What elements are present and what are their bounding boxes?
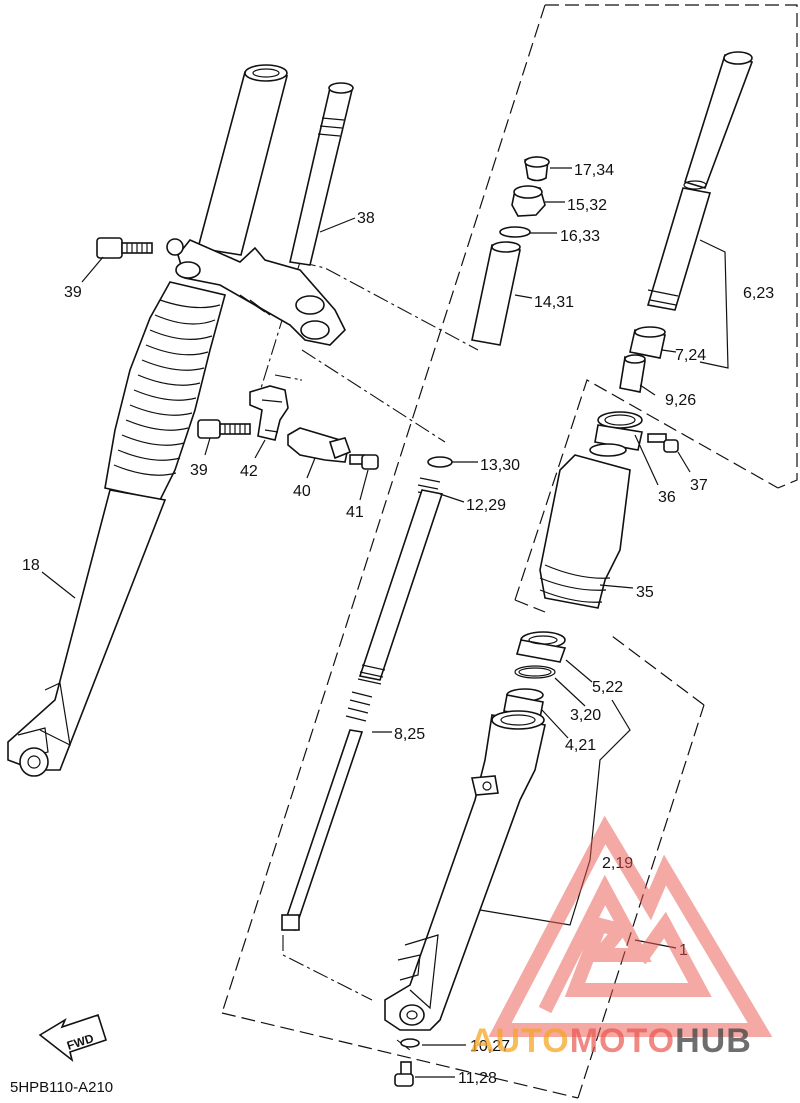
- assembled-fork-left: [7, 64, 354, 777]
- callout-12-29: 12,29: [466, 497, 506, 514]
- holder-42: [249, 385, 289, 441]
- callout-labels: 17,34 15,32 16,33 14,31 6,23 7,24 9,26 3…: [22, 162, 774, 1087]
- callout-13-30: 13,30: [480, 457, 520, 474]
- callout-17-34: 17,34: [574, 162, 614, 179]
- callout-7-24: 7,24: [675, 347, 706, 364]
- callout-11-28: 11,28: [458, 1070, 497, 1087]
- callout-15-32: 15,32: [567, 197, 607, 214]
- fwd-arrow: FWD: [38, 1013, 108, 1063]
- watermark-logo: [488, 815, 773, 1037]
- callout-3-20: 3,20: [570, 707, 601, 724]
- callout-14-31: 14,31: [534, 294, 574, 311]
- callout-4-21: 4,21: [565, 737, 596, 754]
- callout-5-22: 5,22: [592, 679, 623, 696]
- watermark-hub: HUB: [675, 1022, 752, 1060]
- watermark-auto: AUTO: [470, 1022, 570, 1060]
- callout-16-33: 16,33: [560, 228, 600, 245]
- callout-38: 38: [357, 210, 375, 227]
- clamp-40: [287, 427, 352, 463]
- watermark-text: AUTOMOTOHUB: [470, 1022, 752, 1060]
- callout-37: 37: [690, 477, 708, 494]
- callout-9-26: 9,26: [665, 392, 696, 409]
- bolt-39-lower: [197, 419, 251, 439]
- callout-40: 40: [293, 483, 311, 500]
- callout-35: 35: [636, 584, 654, 601]
- callout-41: 41: [346, 504, 364, 521]
- fork-boot-35: [539, 411, 679, 609]
- callout-39-upper: 39: [64, 284, 82, 301]
- callout-10-27: 10,27: [470, 1038, 510, 1055]
- bolt-41: [349, 454, 379, 470]
- watermark-moto: MOTO: [570, 1022, 675, 1060]
- center-parts: [281, 156, 550, 931]
- diagram-code: 5HPB110-A210: [10, 1079, 113, 1096]
- callout-42: 42: [240, 463, 258, 480]
- inner-tube-right: [619, 51, 754, 393]
- callout-36: 36: [658, 489, 676, 506]
- bolt-39-upper: [96, 237, 184, 259]
- callout-18: 18: [22, 557, 40, 574]
- callout-39-lower: 39: [190, 462, 208, 479]
- callout-8-25: 8,25: [394, 726, 425, 743]
- outer-tube-right: [384, 631, 567, 1087]
- watermark-triangle-icon: [488, 815, 773, 1037]
- callout-6-23: 6,23: [743, 285, 774, 302]
